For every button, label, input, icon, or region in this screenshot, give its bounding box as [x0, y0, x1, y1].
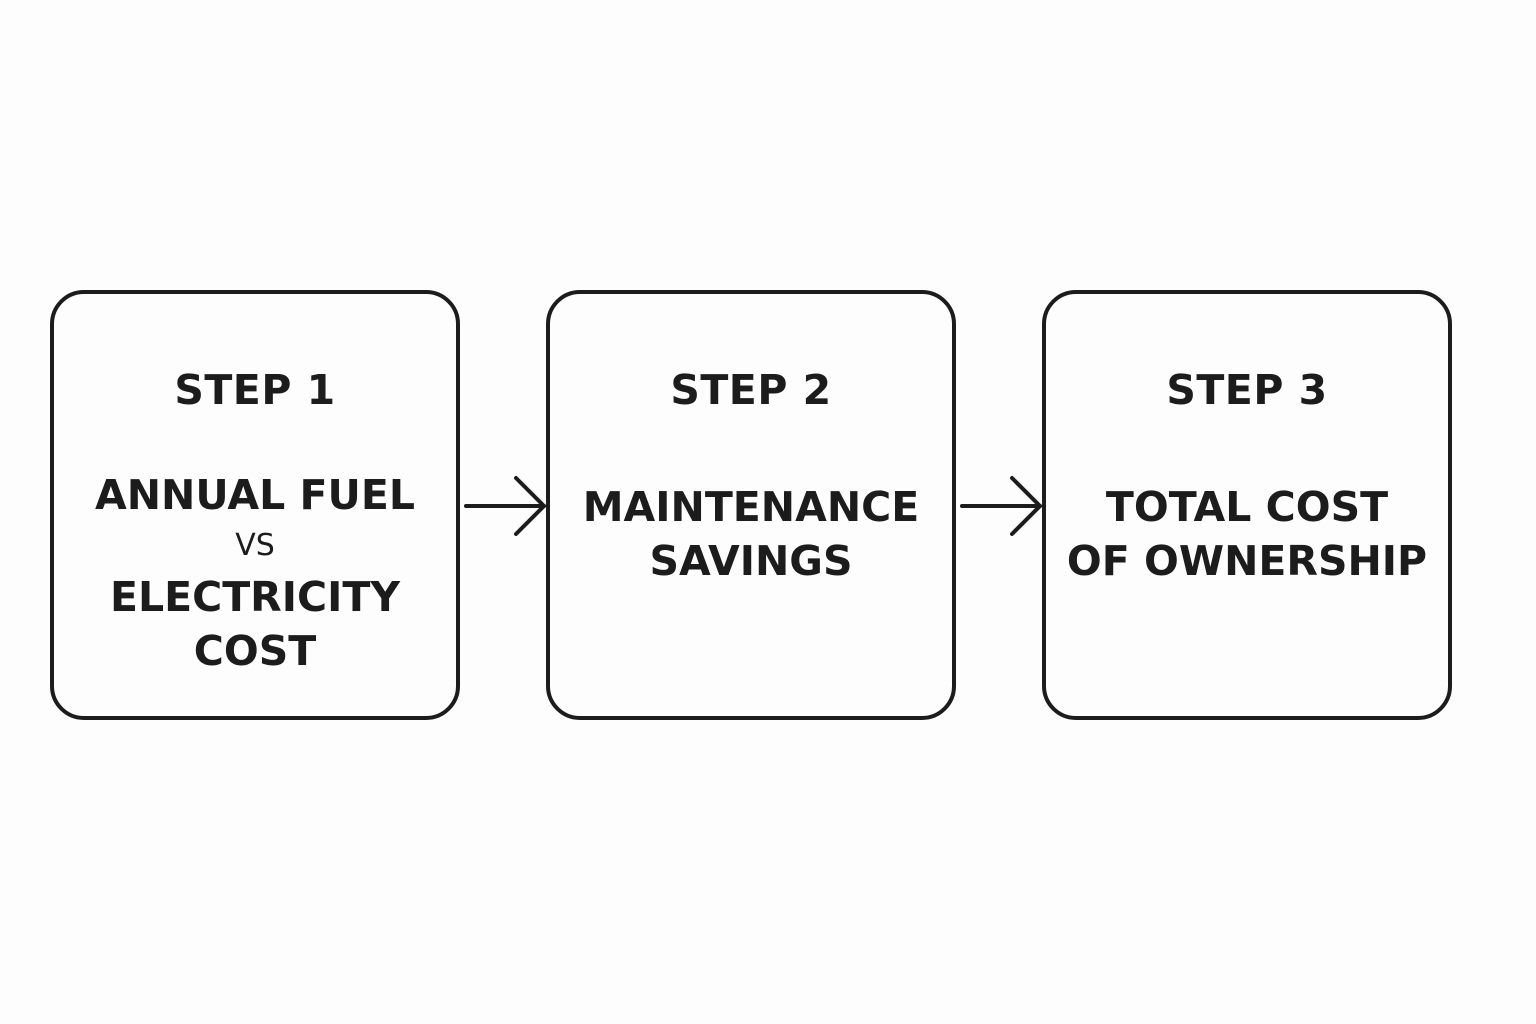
step-1-line-3: ELECTRICITY	[109, 573, 401, 621]
step-3-description: TOTAL COST OF OWNERSHIP	[1046, 480, 1448, 588]
step-1-title: STEP 1	[174, 366, 336, 414]
step-2-line-2: SAVINGS	[649, 537, 853, 585]
arrow-right-icon	[464, 476, 546, 536]
step-1-line-4: COST	[193, 627, 317, 675]
step-3-title: STEP 3	[1166, 366, 1328, 414]
step-2-line-1: MAINTENANCE	[582, 483, 920, 531]
step-1-line-1: ANNUAL FUEL	[95, 471, 415, 519]
step-3-box: STEP 3 TOTAL COST OF OWNERSHIP	[1042, 290, 1452, 720]
step-3-line-1: TOTAL COST	[1105, 483, 1389, 531]
step-2-description: MAINTENANCE SAVINGS	[550, 480, 952, 588]
step-2-box: STEP 2 MAINTENANCE SAVINGS	[546, 290, 956, 720]
step-1-box: STEP 1 ANNUAL FUEL VS ELECTRICITY COST	[50, 290, 460, 720]
arrow-right-icon	[960, 476, 1042, 536]
step-3-line-2: OF OWNERSHIP	[1066, 537, 1428, 585]
step-1-description: ANNUAL FUEL VS ELECTRICITY COST	[54, 468, 456, 678]
step-2-title: STEP 2	[670, 366, 832, 414]
step-1-line-2: VS	[235, 528, 275, 563]
